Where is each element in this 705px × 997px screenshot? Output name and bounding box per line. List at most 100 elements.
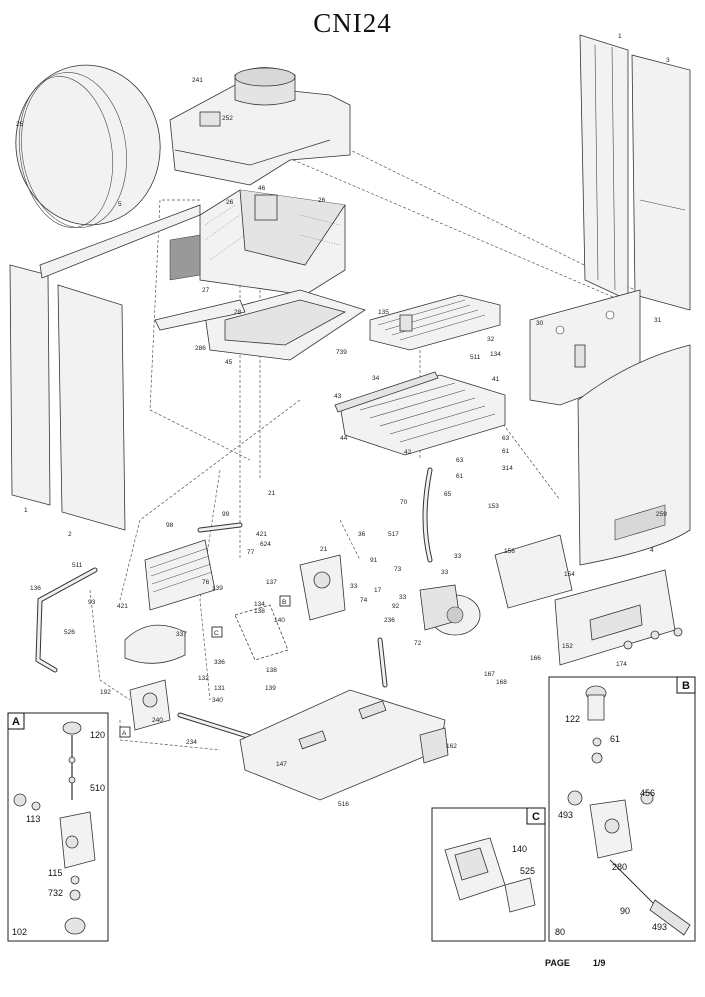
part-label: 337	[176, 631, 187, 638]
part-label: 421	[256, 531, 267, 538]
left-side-panels	[9, 204, 201, 531]
part-label: 99	[222, 511, 230, 518]
part-label: 156	[504, 548, 515, 555]
inset-b: B 122 61 456 493 280 90 493 80	[548, 676, 696, 942]
part-label: 166	[530, 655, 541, 662]
inset-c: C 140 525	[431, 807, 546, 942]
part-label: 44	[340, 435, 348, 442]
part-label: 162	[446, 743, 457, 750]
base-frame	[239, 689, 449, 801]
part-label: 30	[536, 320, 544, 327]
part-label: 131	[214, 685, 225, 692]
part-label: 77	[247, 549, 255, 556]
hydraulic-group	[129, 679, 171, 731]
part-label: 340	[212, 697, 223, 704]
part-label: 21	[268, 490, 276, 497]
inset-a-label: 115	[48, 868, 62, 878]
page-label: PAGE	[545, 958, 570, 968]
page-footer: PAGE 1/9	[545, 958, 605, 968]
page-number: 1/9	[592, 958, 606, 968]
part-label: 140	[274, 617, 285, 624]
inset-a-label: 120	[90, 730, 105, 740]
inset-b-label: 493	[652, 922, 667, 932]
part-label: 154	[564, 571, 575, 578]
part-label: 526	[64, 629, 75, 636]
part-label: 286	[195, 345, 206, 352]
inset-b-letter: B	[682, 680, 690, 692]
part-label: 192	[100, 689, 111, 696]
valve-motor	[124, 624, 186, 664]
part-label: 45	[225, 359, 233, 366]
part-label: 33	[399, 594, 407, 601]
inset-b-label: 456	[640, 788, 655, 798]
part-label: 63	[502, 435, 510, 442]
inset-a-letter: A	[12, 716, 20, 728]
part-label: 259	[656, 511, 667, 518]
part-label: 63	[456, 457, 464, 464]
part-number-labels: 241 252 25 1 3 5 26 46 26 27 30 31 28 28…	[16, 33, 670, 808]
plate-heat-exchanger	[144, 539, 216, 611]
pump	[419, 584, 481, 636]
part-label: 132	[198, 675, 209, 682]
part-label: 134	[490, 351, 501, 358]
inset-a: A 120 510 113 115 732 102	[7, 712, 109, 942]
marker-c: C	[214, 630, 219, 637]
part-label: 72	[414, 640, 422, 647]
part-label: 1	[618, 33, 622, 40]
inset-a-label: 510	[90, 783, 105, 793]
part-label: 21	[320, 546, 328, 553]
part-label: 3	[666, 57, 670, 64]
part-label: 98	[166, 522, 174, 529]
wall-bracket	[529, 289, 641, 406]
inset-b-label: 493	[558, 810, 573, 820]
inset-a-label: 102	[12, 927, 27, 937]
part-label: 2	[68, 531, 72, 538]
part-label: 34	[372, 375, 380, 382]
part-label: 336	[214, 659, 225, 666]
part-label: 236	[384, 617, 395, 624]
part-label: 33	[441, 569, 449, 576]
part-label: 241	[192, 77, 203, 84]
part-label: 91	[370, 557, 378, 564]
burner-frame	[154, 289, 366, 361]
part-label: 168	[496, 679, 507, 686]
part-label: 28	[234, 309, 242, 316]
part-label: 32	[487, 336, 495, 343]
part-label: 517	[388, 531, 399, 538]
part-label: 167	[484, 671, 495, 678]
part-label: 46	[258, 185, 266, 192]
part-label: 139	[265, 685, 276, 692]
part-label: 17	[374, 587, 382, 594]
part-label: 138	[254, 608, 265, 615]
part-label: 511	[470, 354, 481, 361]
part-label: 134	[254, 601, 265, 608]
part-label: 421	[117, 603, 128, 610]
right-side-frames	[579, 34, 691, 311]
part-label: 61	[456, 473, 464, 480]
part-label: 138	[266, 667, 277, 674]
combustion-chamber	[169, 189, 346, 296]
part-label: 5	[118, 201, 122, 208]
part-label: 147	[276, 761, 287, 768]
part-label: 76	[202, 579, 210, 586]
inset-b-label: 122	[565, 714, 580, 724]
inset-a-label: 113	[26, 814, 40, 824]
part-label: 314	[502, 465, 513, 472]
control-panel	[494, 534, 683, 666]
inset-c-label: 140	[512, 844, 527, 854]
part-label: 234	[186, 739, 197, 746]
part-label: 624	[260, 541, 271, 548]
front-casing	[577, 344, 691, 566]
inset-b-label: 90	[620, 906, 630, 916]
part-label: 152	[562, 643, 573, 650]
burner	[334, 371, 506, 456]
inset-b-label: 80	[555, 927, 565, 937]
part-label: 26	[226, 199, 234, 206]
part-label: 31	[654, 317, 662, 324]
part-label: 26	[318, 197, 326, 204]
part-label: 65	[444, 491, 452, 498]
inset-b-label: 280	[612, 862, 627, 872]
part-label: 240	[152, 717, 163, 724]
part-label: 74	[360, 597, 368, 604]
